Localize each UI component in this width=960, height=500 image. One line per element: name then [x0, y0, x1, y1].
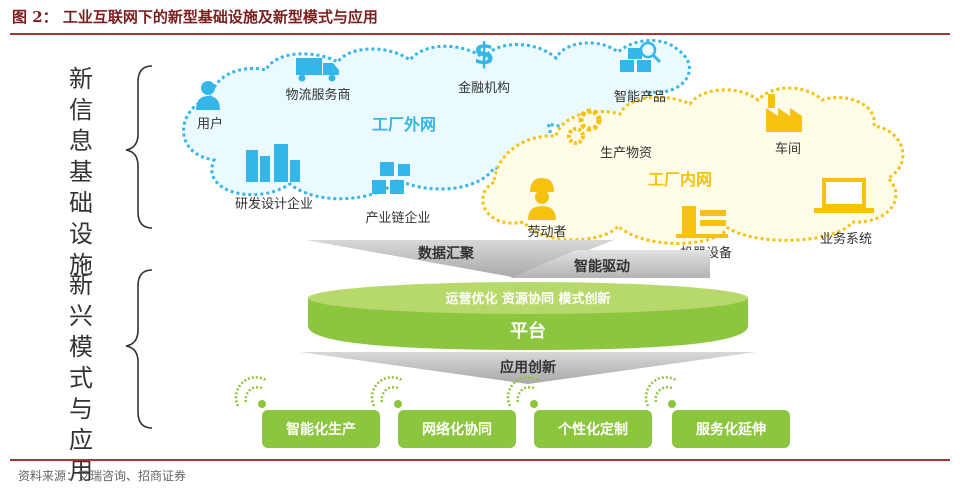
app-box-3: 服务化延伸	[644, 376, 790, 448]
side-label-apps: 新兴模式与应用	[69, 271, 93, 485]
cubes-icon	[372, 162, 410, 194]
laptop-icon	[814, 178, 874, 213]
svg-text:应用创新: 应用创新	[500, 359, 556, 376]
platform: 运营优化 资源协同 模式创新 平台	[308, 282, 748, 350]
diagram: 工厂外网 工厂内网 用户 物流服务商 $ 金融机构	[125, 37, 905, 448]
truck-icon	[296, 58, 339, 82]
user-icon	[196, 81, 220, 110]
brace-infra	[125, 65, 153, 229]
app-box-0: 智能化生产	[234, 376, 380, 448]
svg-text:业务系统: 业务系统	[820, 231, 872, 247]
svg-text:服务化延伸: 服务化延伸	[696, 421, 766, 438]
app-box-1: 网络化协同	[370, 376, 516, 448]
gear-icon	[567, 108, 602, 145]
svg-text:网络化协同: 网络化协同	[422, 421, 492, 438]
arrow-app: 应用创新	[300, 352, 756, 384]
svg-text:研发设计企业: 研发设计企业	[235, 196, 313, 212]
outer-cloud: 工厂外网	[182, 38, 691, 201]
svg-text:车间: 车间	[775, 141, 801, 157]
dollar-icon: $	[474, 37, 495, 72]
node-user: 用户	[196, 81, 223, 132]
app-box-2: 个性化定制	[506, 376, 652, 448]
svg-text:生产物资: 生产物资	[600, 146, 652, 161]
brace-apps	[125, 269, 153, 429]
node-materials: 生产物资	[567, 108, 652, 161]
node-workshop: 车间	[766, 94, 802, 157]
node-rnd: 研发设计企业	[235, 144, 313, 212]
bottom-rule	[10, 459, 950, 461]
buildings-icon	[246, 144, 300, 182]
inner-cloud-label: 工厂内网	[648, 170, 712, 189]
arrow-drive: 智能驱动	[510, 250, 710, 278]
svg-text:劳动者: 劳动者	[527, 224, 566, 240]
node-finance: $ 金融机构	[458, 37, 510, 96]
node-smart-product: 智能产品	[614, 41, 666, 105]
svg-text:智能驱动: 智能驱动	[573, 258, 630, 275]
signal-icon	[234, 376, 267, 407]
machine-icon	[676, 206, 728, 238]
svg-text:金融机构: 金融机构	[458, 80, 510, 96]
svg-text:物流服务商: 物流服务商	[285, 87, 350, 103]
platform-top-text: 运营优化 资源协同 模式创新	[445, 291, 610, 307]
signal-icon	[506, 376, 539, 407]
node-logistics: 物流服务商	[285, 58, 351, 103]
figure-title: 图 2： 工业互联网下的新型基础设施及新型模式与应用	[12, 8, 378, 26]
node-supply-chain: 产业链企业	[365, 162, 431, 226]
smart-product-icon	[620, 41, 662, 72]
source-note: 资料来源：艾瑞咨询、招商证券	[18, 469, 187, 483]
svg-text:产业链企业: 产业链企业	[365, 210, 430, 226]
signal-icon	[370, 376, 403, 407]
worker-icon	[528, 178, 556, 220]
svg-text:数据汇聚: 数据汇聚	[418, 245, 475, 262]
side-label-infra: 新信息基础设施	[69, 65, 93, 279]
svg-text:用户: 用户	[197, 116, 223, 132]
signal-icon	[644, 376, 677, 407]
node-labor: 劳动者	[527, 178, 567, 240]
svg-text:智能化生产: 智能化生产	[285, 421, 356, 438]
factory-icon	[766, 94, 802, 132]
node-business-system: 业务系统	[814, 178, 874, 247]
platform-name: 平台	[510, 320, 546, 342]
top-rule	[10, 33, 950, 35]
svg-text:个性化定制: 个性化定制	[557, 421, 628, 438]
outer-cloud-label: 工厂外网	[372, 115, 436, 134]
svg-text:智能产品: 智能产品	[614, 90, 666, 105]
